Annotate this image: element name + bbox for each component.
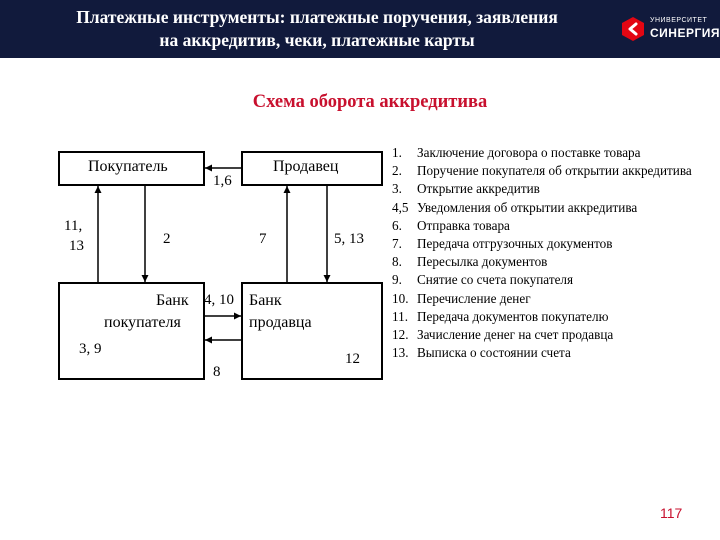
list-item: 7. Передача отгрузочных документов (392, 235, 717, 253)
edge-label-4-10: 4, 10 (204, 292, 234, 308)
step-text: Заключение договора о поставке товара (417, 145, 641, 160)
slide-title-line1: Платежные инструменты: платежные поручен… (76, 7, 558, 27)
step-text: Отправка товара (417, 217, 510, 233)
step-number: 9. (392, 272, 402, 288)
edge-label-2: 2 (163, 231, 171, 247)
seller-bank-label-line1: Банк (249, 292, 282, 309)
logo-text-synergy: СИНЕРГИЯ (650, 26, 720, 40)
slide-title-line2: на аккредитив, чеки, платежные карты (159, 30, 475, 50)
buyer-box (58, 151, 205, 186)
step-number: 1. (392, 145, 402, 160)
step-number: 11. (392, 308, 408, 324)
list-item: 13. Выписка о состоянии счета (392, 344, 717, 362)
step-number: 6. (392, 217, 402, 233)
step-text: Пересылка документов (417, 254, 548, 270)
step-text: Открытие аккредитив (417, 181, 540, 197)
step-text: Снятие со счета покупателя (417, 272, 574, 288)
step-number: 8. (392, 254, 402, 270)
list-item: 4,5 Уведомления об открытии аккредитива (392, 199, 717, 217)
diagram-title: Схема оборота аккредитива (252, 92, 488, 112)
edge-label-11-13-line1: 11, (64, 218, 83, 234)
list-item: 8. Пересылка документов (392, 253, 717, 271)
list-item: 6. Отправка товара (392, 217, 717, 235)
edge-label-3-9: 3, 9 (79, 341, 102, 357)
edge-label-8: 8 (213, 364, 221, 380)
list-item: 9. Снятие со счета покупателя (392, 271, 717, 289)
list-item: 2. Поручение покупателя об открытии аккре… (392, 162, 717, 180)
step-number: 7. (392, 236, 402, 252)
step-text: Зачисление денег на счет продавца (417, 327, 614, 343)
step-number: 4,5 (392, 199, 409, 215)
buyer-bank-label-line2: покупателя (104, 314, 181, 331)
step-text: Передача документов покупателю (417, 308, 609, 324)
edge-label-1-6: 1,6 (213, 173, 232, 189)
synergy-logo-icon (622, 17, 644, 41)
seller-bank-box (241, 282, 383, 380)
university-logo: УНИВЕРСИТЕТ СИНЕРГИЯ (622, 15, 720, 43)
list-item: 3. Открытие аккредитив (392, 180, 717, 198)
list-item: 12. Зачисление денег на счет продавца (392, 326, 717, 344)
seller-bank-label-line2: продавца (249, 314, 312, 331)
logo-text-university: УНИВЕРСИТЕТ (650, 17, 708, 24)
buyer-bank-label-line1: Банк (156, 292, 189, 309)
list-item: 1. Заключение договора о поставке товара (392, 144, 717, 162)
seller-label: Продавец (273, 158, 339, 175)
edge-label-11-13-line2: 13 (69, 238, 84, 254)
list-item: 11. Передача документов покупателю (392, 308, 717, 326)
list-item: 10. Перечисление денег (392, 290, 717, 308)
slide-header: Платежные инструменты: платежные поручен… (0, 0, 720, 58)
step-number: 2. (392, 163, 402, 179)
page-number: 117 (660, 505, 683, 521)
edge-label-5-13: 5, 13 (334, 231, 364, 247)
step-number: 12. (392, 327, 409, 343)
slide-title: Платежные инструменты: платежные поручен… (22, 6, 612, 52)
step-text: Поручение покупателя об открытии аккреди… (417, 163, 692, 179)
edge-label-12: 12 (345, 351, 360, 367)
step-text: Уведомления об открытии аккредитива (417, 199, 638, 215)
step-number: 10. (392, 290, 409, 306)
edge-label-7: 7 (259, 231, 267, 247)
step-text: Передача отгрузочных документов (417, 236, 613, 252)
step-text: Перечисление денег (417, 290, 531, 306)
steps-list: 1.Заключение договора о поставке товара … (392, 144, 717, 362)
buyer-label: Покупатель (88, 158, 168, 175)
step-number: 13. (392, 345, 409, 361)
buyer-bank-box (58, 282, 205, 380)
step-text: Выписка о состоянии счета (417, 345, 571, 361)
step-number: 3. (392, 181, 402, 197)
